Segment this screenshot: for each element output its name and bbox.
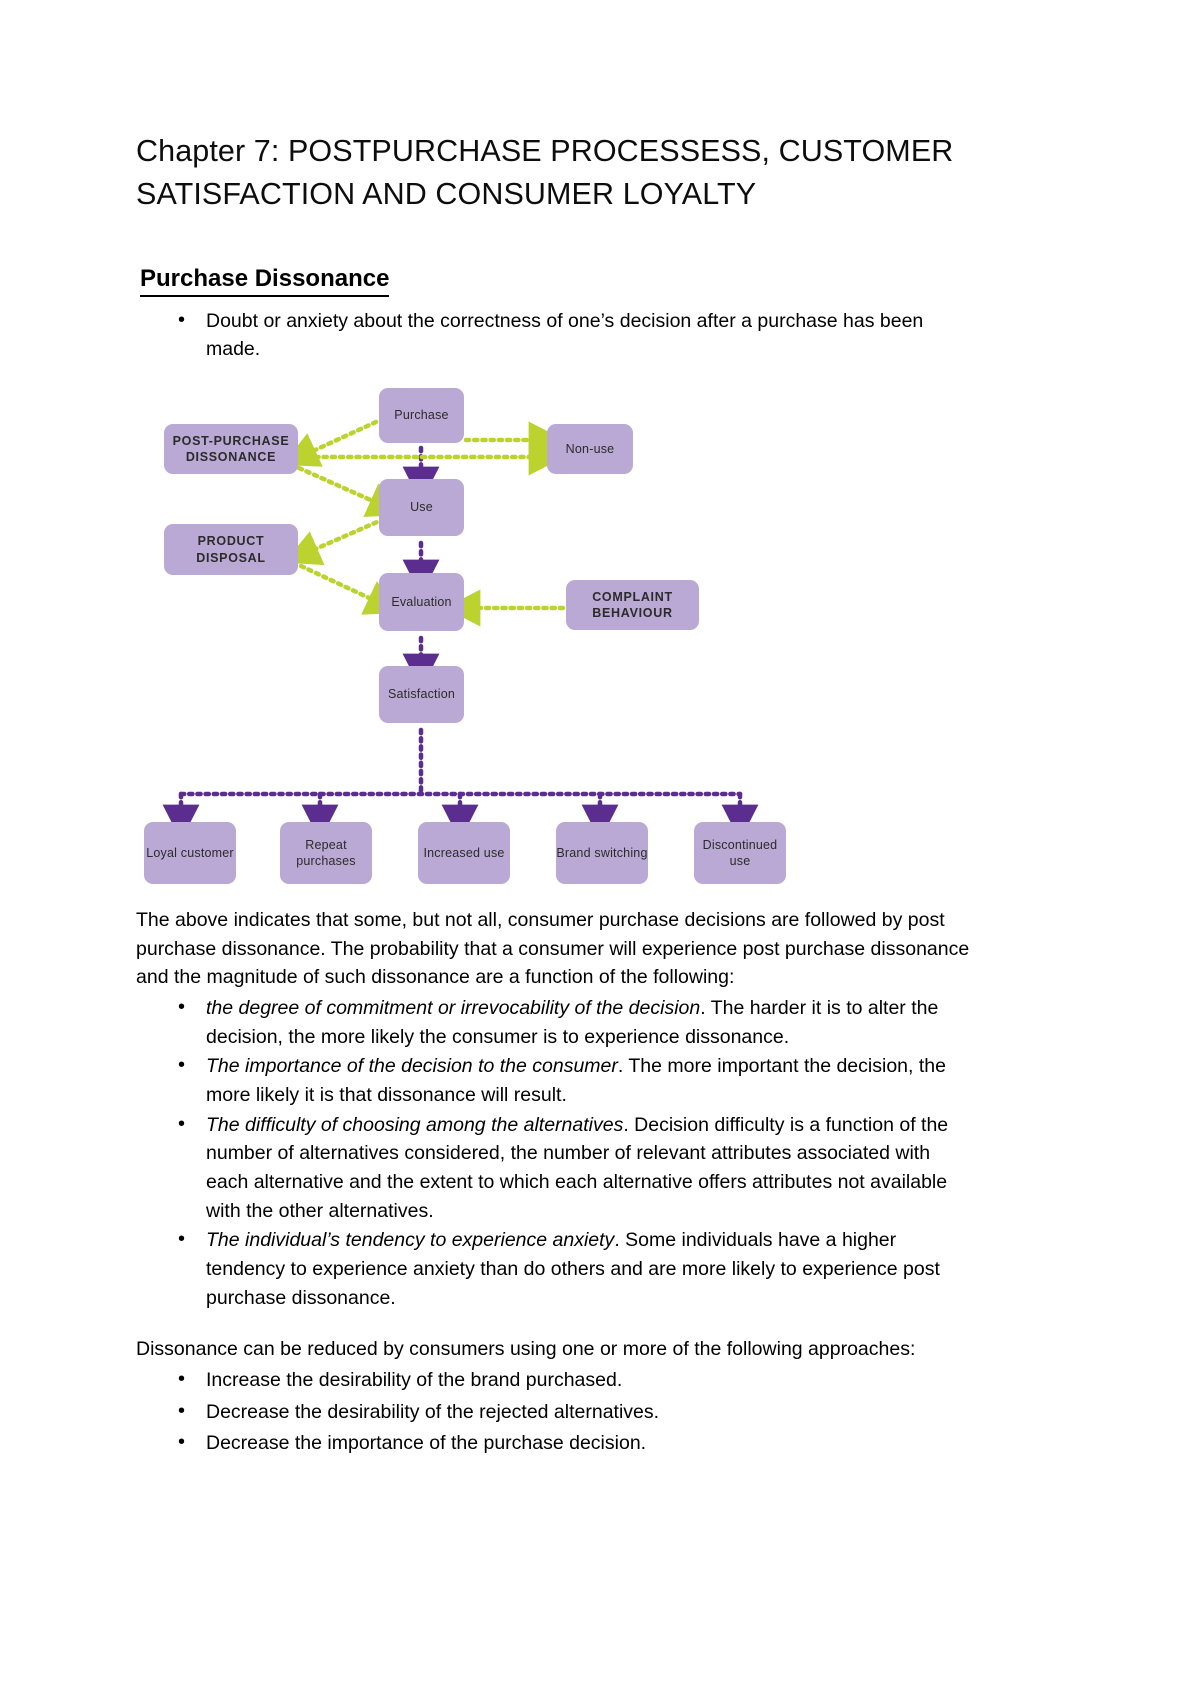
node-label: Evaluation (391, 594, 452, 609)
reduction-bullet-list: Increase the desirability of the brand p… (136, 1365, 974, 1458)
node-complaint-behaviour: COMPLAINT BEHAVIOUR (566, 580, 699, 631)
node-post-purchase-dissonance: POST-PURCHASE DISSONANCE (164, 424, 298, 475)
node-label: Discontinued use (702, 837, 778, 869)
node-non-use: Non-use (547, 424, 633, 475)
node-use: Use (379, 479, 464, 537)
node-label: Use (410, 500, 433, 515)
page-title: Chapter 7: POSTPURCHASE PROCESSESS, CUST… (136, 134, 954, 212)
arrow-purchase-to-dissonance (282, 419, 379, 467)
bullet-rest: . Decision difficulty is a function of t… (206, 1113, 949, 1222)
node-loyal-customer: Loyal customer (144, 822, 236, 885)
node-satisfaction: Satisfaction (379, 666, 464, 724)
arrow-use-to-product-disposal (284, 516, 387, 566)
node-label: Satisfaction (387, 687, 456, 702)
section-purchase-dissonance: Purchase Dissonance Doubt or anxiety abo… (136, 263, 974, 365)
list-item: Decrease the importance of the purchase … (174, 1428, 974, 1458)
node-product-disposal: PRODUCT DISPOSAL (164, 524, 298, 576)
node-increased-use: Increased use (418, 822, 510, 885)
node-label: Loyal customer (146, 845, 234, 860)
node-label: Brand switching (556, 845, 648, 860)
body-paragraph: The above indicates that some, but not a… (136, 909, 970, 989)
bullet-emphasis: the degree of commitment or irrevocabili… (206, 997, 701, 1020)
node-label: Repeat purchases (296, 837, 356, 869)
section-heading: Purchase Dissonance (140, 263, 390, 297)
bullet-rest: . The more important the decision, the m… (206, 1055, 946, 1107)
list-item: The importance of the decision to the co… (174, 1051, 974, 1109)
bullet-emphasis: The difficulty of choosing among the alt… (206, 1113, 624, 1136)
arrow-product-disposal-to-evaluation (298, 563, 402, 615)
node-discontinued-use: Discontinued use (694, 822, 786, 885)
node-purchase: Purchase (379, 388, 464, 444)
list-item: Doubt or anxiety about the correctness o… (174, 306, 974, 364)
document-content: Chapter 7: POSTPURCHASE PROCESSESS, CUST… (136, 130, 974, 1461)
list-item: The individual’s tendency to experience … (174, 1225, 974, 1312)
bullet-emphasis: The importance of the decision to the co… (206, 1055, 618, 1078)
list-item: Increase the desirability of the brand p… (174, 1365, 974, 1395)
node-label: Non-use (565, 441, 615, 456)
arrow-dissonance-to-use (296, 465, 404, 518)
postpurchase-process-diagram: Purchase POST-PURCHASE DISSONANCE Non-us… (136, 376, 974, 885)
list-item: the degree of commitment or irrevocabili… (174, 993, 974, 1051)
node-brand-switching: Brand switching (556, 822, 648, 885)
intro-bullet-list: Doubt or anxiety about the correctness o… (136, 306, 974, 364)
node-label: PRODUCT DISPOSAL (196, 534, 266, 565)
node-label: POST-PURCHASE DISSONANCE (172, 433, 290, 465)
factor-bullet-list: the degree of commitment or irrevocabili… (136, 993, 974, 1312)
node-label: Purchase (394, 408, 449, 423)
list-item: Decrease the desirability of the rejecte… (174, 1397, 974, 1427)
node-label: COMPLAINT BEHAVIOUR (592, 589, 673, 621)
diagram-connectors (162, 419, 759, 841)
node-evaluation: Evaluation (379, 573, 464, 632)
node-repeat-purchases: Repeat purchases (280, 822, 372, 885)
bullet-emphasis: The individual’s tendency to experience … (206, 1229, 615, 1252)
reduction-paragraph: Dissonance can be reduced by consumers u… (136, 1338, 916, 1361)
list-item: The difficulty of choosing among the alt… (174, 1110, 974, 1226)
node-label: Increased use (423, 845, 505, 860)
bullet-rest: . The harder it is to alter the decision… (206, 997, 939, 1048)
bullet-rest: . Some individuals have a higher tendenc… (206, 1229, 940, 1309)
